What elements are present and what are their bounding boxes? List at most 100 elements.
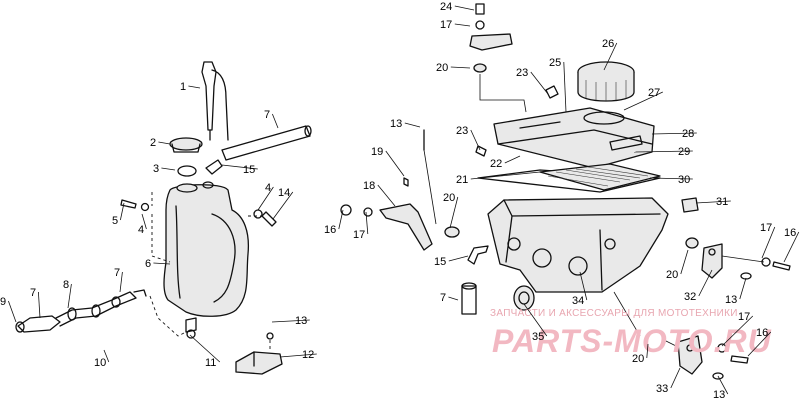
callout-c18: 18 bbox=[363, 180, 375, 192]
callout-c3: 3 bbox=[153, 163, 159, 175]
callout-c7c: 7 bbox=[114, 267, 120, 279]
callout-leader bbox=[272, 191, 294, 220]
callout-leader bbox=[8, 300, 17, 323]
callout-c13b: 13 bbox=[390, 118, 402, 130]
callout-c6: 6 bbox=[145, 258, 151, 270]
clip-upper bbox=[545, 85, 559, 99]
breather-plug bbox=[681, 197, 699, 213]
callout-c35: 35 bbox=[532, 331, 544, 343]
callout-leader bbox=[141, 213, 147, 230]
dipstick bbox=[201, 61, 229, 141]
tank-bracket bbox=[235, 332, 283, 375]
air-box-lid bbox=[493, 107, 655, 169]
callout-leader bbox=[385, 150, 405, 177]
callout-leader bbox=[188, 85, 201, 89]
callout-leader bbox=[272, 113, 279, 129]
callout-leader bbox=[120, 202, 125, 221]
oil-tank-assembly bbox=[15, 61, 312, 375]
callout-c16a: 16 bbox=[324, 224, 336, 236]
callout-leader bbox=[448, 255, 469, 262]
callout-leader bbox=[454, 5, 475, 11]
callout-leader bbox=[579, 271, 588, 301]
intake-boot bbox=[513, 285, 535, 311]
callout-c33: 33 bbox=[656, 383, 668, 395]
callout-leader bbox=[449, 196, 459, 229]
air-box-body bbox=[487, 197, 669, 293]
callout-leader bbox=[448, 296, 459, 301]
air-box-assembly bbox=[340, 3, 791, 380]
callout-leader bbox=[454, 23, 471, 27]
callout-c24: 24 bbox=[440, 1, 452, 13]
callout-leader bbox=[504, 155, 521, 164]
callout-leader bbox=[365, 211, 369, 235]
callout-leader bbox=[747, 331, 772, 357]
grommet bbox=[444, 226, 460, 238]
callout-leader bbox=[633, 150, 693, 153]
callout-c31: 31 bbox=[716, 196, 728, 208]
callout-leader bbox=[189, 334, 221, 363]
callout-leader bbox=[221, 164, 258, 170]
mount-bolt-left bbox=[120, 199, 150, 212]
cap-seal bbox=[177, 165, 197, 177]
callout-c19: 19 bbox=[371, 146, 383, 158]
callout-c10: 10 bbox=[94, 357, 106, 369]
callout-leader bbox=[646, 343, 649, 359]
callout-leader bbox=[670, 367, 681, 389]
callout-c7b: 7 bbox=[30, 287, 36, 299]
callout-leader bbox=[470, 171, 541, 180]
callout-c14: 14 bbox=[278, 187, 290, 199]
callout-c20c: 20 bbox=[666, 269, 678, 281]
lower-mount-bracket bbox=[663, 335, 749, 380]
callout-c26: 26 bbox=[602, 38, 614, 50]
callout-c11: 11 bbox=[205, 357, 216, 369]
watermark-caption: ЗАПЧАСТИ И АКСЕССУАРЫ ДЛЯ МОТОТЕХНИКИ bbox=[490, 308, 738, 319]
left-mount-bracket bbox=[340, 129, 437, 251]
callout-c17b: 17 bbox=[353, 229, 365, 241]
callout-leader bbox=[523, 303, 548, 337]
callout-leader bbox=[377, 184, 396, 207]
callout-c12: 12 bbox=[302, 349, 314, 361]
callout-leader bbox=[161, 167, 176, 171]
callout-leader bbox=[158, 141, 171, 145]
callout-c2: 2 bbox=[150, 137, 156, 149]
air-filter-element bbox=[577, 61, 635, 102]
callout-c1: 1 bbox=[180, 81, 186, 93]
oil-tank bbox=[163, 181, 250, 317]
callout-leader bbox=[338, 209, 344, 230]
callout-c27: 27 bbox=[648, 87, 660, 99]
callout-leader bbox=[761, 226, 776, 259]
watermark-logo: PARTS-MOTO.RU bbox=[492, 323, 772, 359]
callout-c17c: 17 bbox=[760, 222, 772, 234]
callout-c8: 8 bbox=[63, 279, 69, 291]
callout-leader bbox=[257, 186, 274, 211]
callout-c15a: 15 bbox=[243, 164, 255, 176]
callout-leader bbox=[470, 129, 481, 151]
callout-leader bbox=[563, 61, 567, 113]
callout-c17d: 17 bbox=[738, 311, 750, 323]
watermark: ЗАПЧАСТИ И АКСЕССУАРЫ ДЛЯ МОТОТЕХНИКИ PA… bbox=[490, 308, 772, 359]
drain-fitting bbox=[185, 317, 197, 339]
callout-leader bbox=[698, 269, 713, 297]
callout-c7d: 7 bbox=[440, 292, 446, 304]
callout-leader bbox=[279, 353, 317, 358]
callout-leader bbox=[38, 291, 41, 319]
callout-leader bbox=[783, 231, 800, 263]
callout-c20b: 20 bbox=[443, 192, 455, 204]
callout-c22: 22 bbox=[490, 158, 502, 170]
callout-c16c: 16 bbox=[756, 327, 768, 339]
callout-c13a: 13 bbox=[295, 315, 307, 327]
callout-leader bbox=[695, 200, 731, 204]
callout-c4a: 4 bbox=[265, 182, 271, 194]
right-mount-bracket bbox=[685, 237, 791, 280]
vent-hose-upper bbox=[221, 125, 312, 161]
tank-cap bbox=[169, 137, 203, 153]
callout-c7a: 7 bbox=[264, 109, 270, 121]
callout-leader bbox=[450, 66, 471, 69]
callout-c20a: 20 bbox=[436, 62, 448, 74]
callout-c20d: 20 bbox=[632, 353, 644, 365]
callout-leader bbox=[649, 177, 693, 180]
callout-c15b: 15 bbox=[434, 256, 446, 268]
